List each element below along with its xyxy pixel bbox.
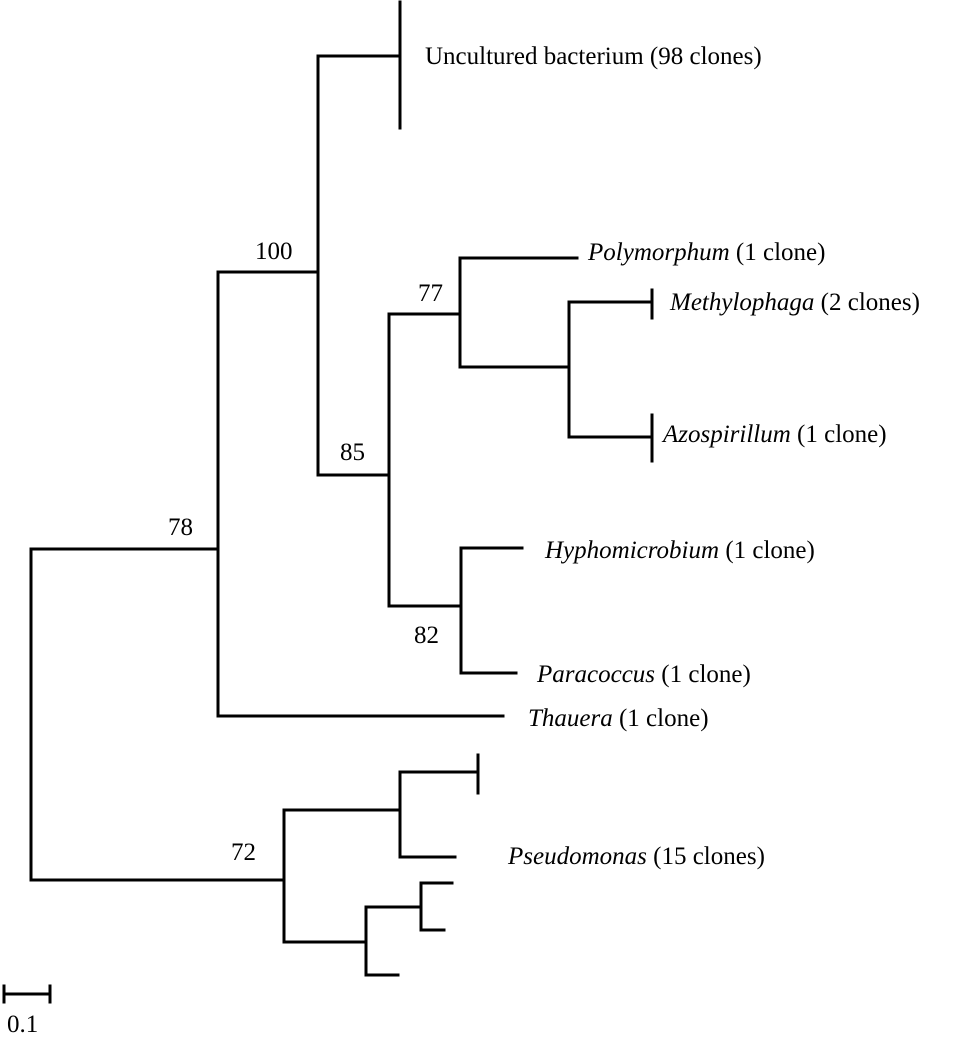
bootstrap-value-78: 78 <box>168 514 193 541</box>
taxon-label-uncultured: Uncultured bacterium (98 clones) <box>425 43 762 70</box>
bootstrap-values: 100 78 77 85 82 72 <box>168 238 443 866</box>
taxon-label-polymorphum: Polymorphum (1 clone) <box>587 239 825 266</box>
taxon-label-thauera: Thauera (1 clone) <box>528 705 709 732</box>
bootstrap-value-85: 85 <box>340 439 365 466</box>
tree-branches <box>29 0 654 977</box>
bootstrap-value-100: 100 <box>255 238 293 265</box>
bootstrap-value-82: 82 <box>414 622 439 649</box>
scale-bar-label: 0.1 <box>7 1011 38 1038</box>
taxon-label-hyphomicrobium: Hyphomicrobium (1 clone) <box>544 537 815 564</box>
taxon-labels: Uncultured bacterium (98 clones) Polymor… <box>425 43 920 870</box>
taxon-label-pseudomonas: Pseudomonas (15 clones) <box>507 843 765 870</box>
taxon-label-azospirillum: Azospirillum (1 clone) <box>661 421 887 448</box>
scale-bar: 0.1 <box>2 984 52 1038</box>
bootstrap-value-72: 72 <box>231 839 256 866</box>
bootstrap-value-77: 77 <box>418 280 443 307</box>
taxon-label-methylophaga: Methylophaga (2 clones) <box>669 289 920 316</box>
taxon-label-paracoccus: Paracoccus (1 clone) <box>536 661 751 688</box>
